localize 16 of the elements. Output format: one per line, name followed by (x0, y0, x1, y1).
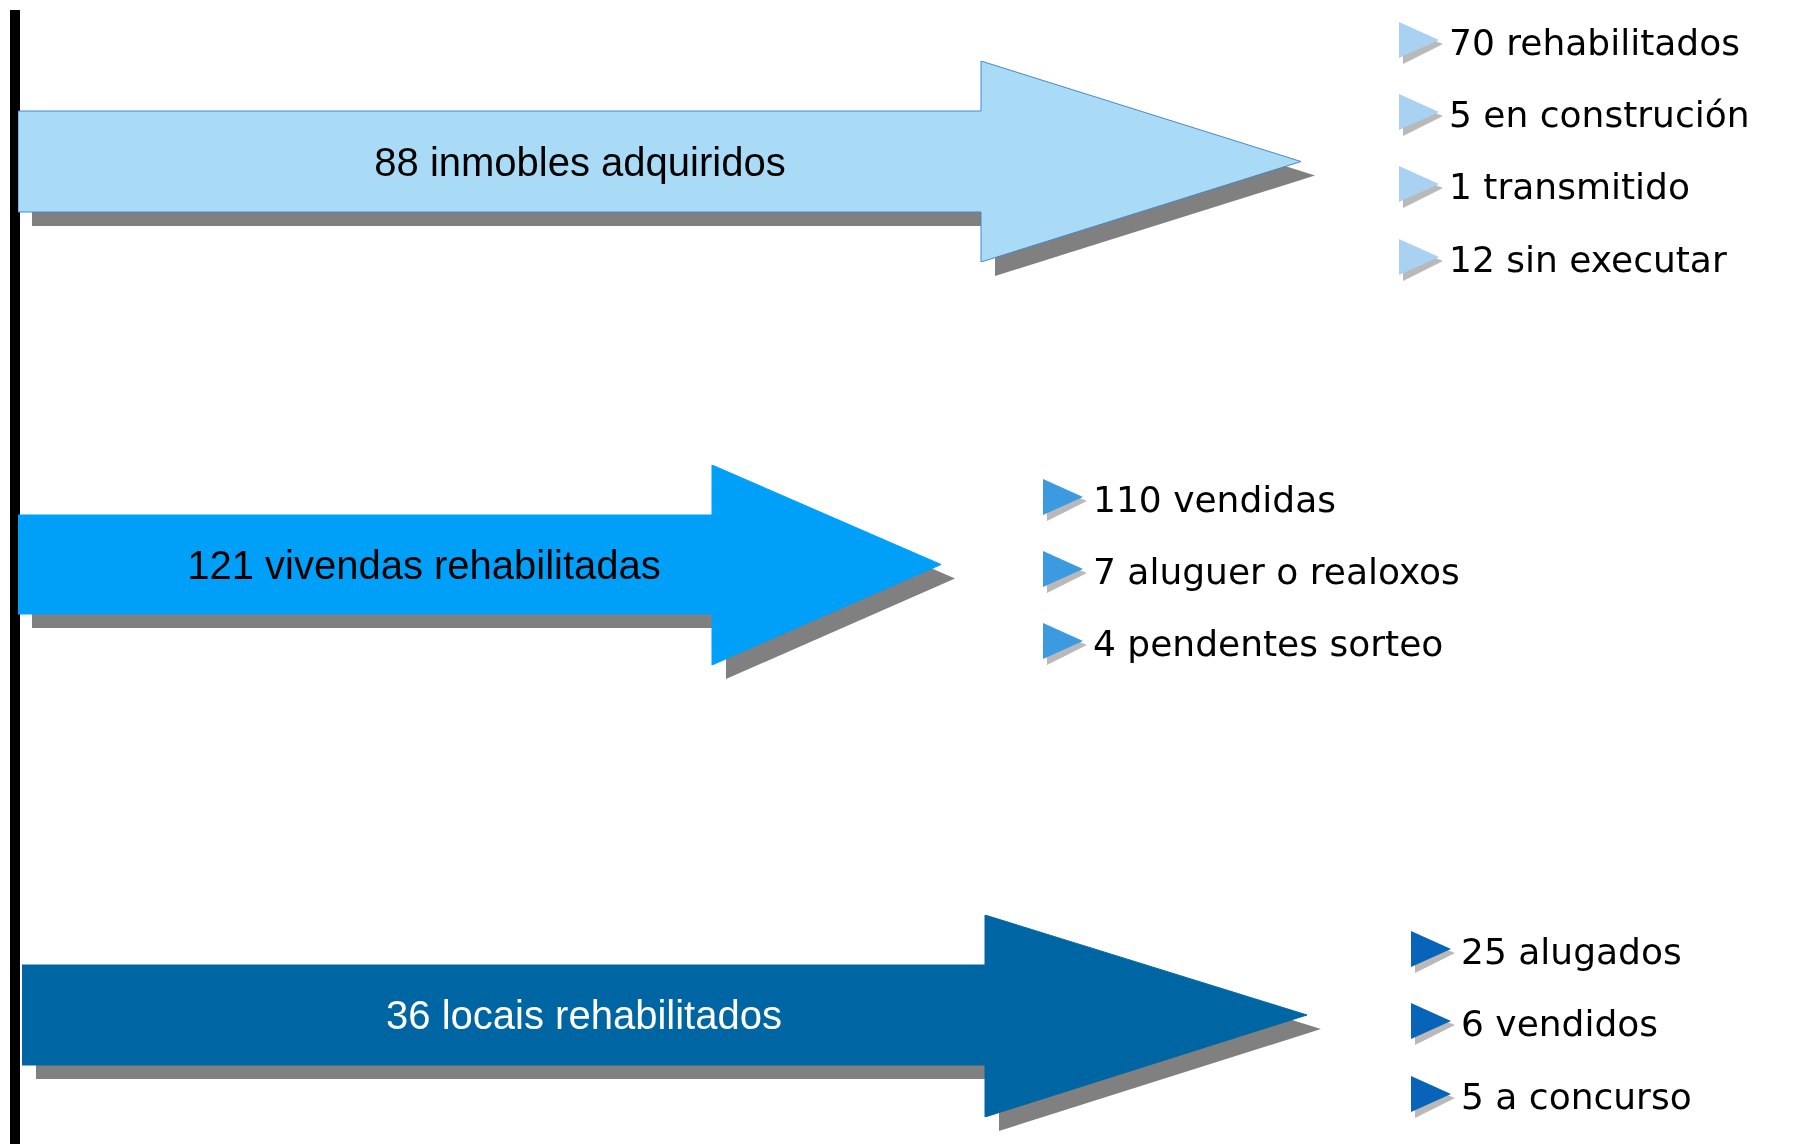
arrow-shape (18, 61, 1301, 262)
list-item-text: 4 pendentes sorteo (1093, 622, 1444, 664)
list-item-text: 1 transmitido (1449, 165, 1690, 207)
arrow-shape (22, 915, 1307, 1117)
list-item-text: 25 alugados (1461, 930, 1682, 972)
arrow-label: 36 locais rehabilitados (386, 992, 782, 1038)
list-item-text: 110 vendidas (1093, 478, 1336, 520)
list-item-text: 5 en construción (1449, 93, 1750, 135)
arrow-label: 88 inmobles adquiridos (374, 139, 786, 184)
list-item-text: 12 sin executar (1449, 238, 1727, 280)
list-item-text: 6 vendidos (1461, 1002, 1659, 1044)
list-item-text: 5 a concurso (1461, 1075, 1692, 1117)
list-item-text: 7 aluguer o realoxos (1093, 550, 1460, 592)
arrow-shape (18, 465, 941, 665)
list-item-text: 70 rehabilitados (1449, 21, 1740, 63)
arrow-label: 121 vivendas rehabilitadas (187, 542, 661, 587)
